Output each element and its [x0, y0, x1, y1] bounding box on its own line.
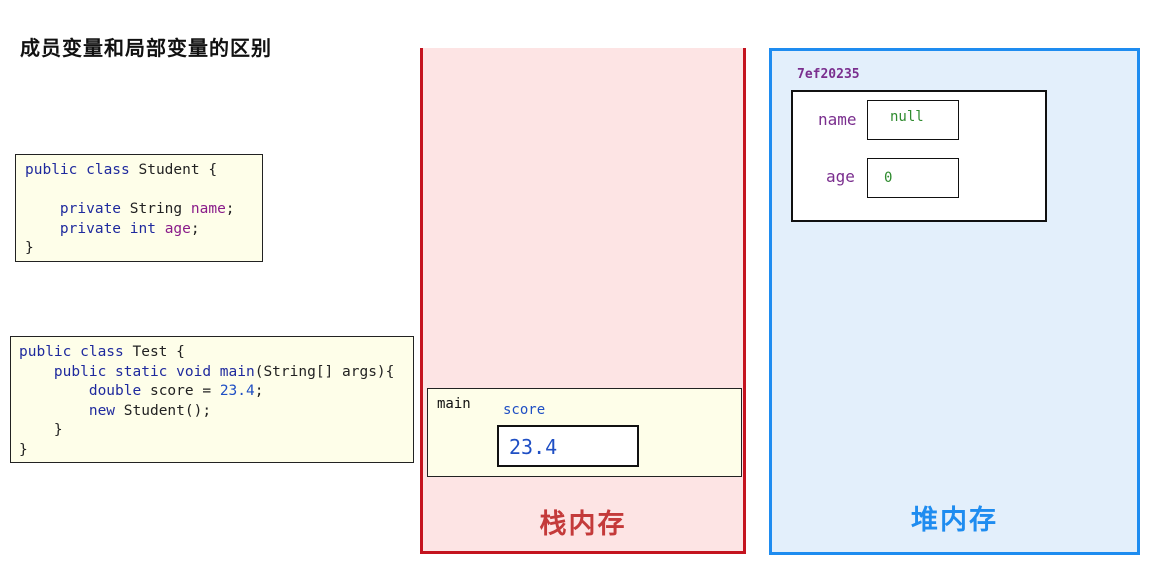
object-address: 7ef20235	[797, 67, 860, 82]
heap-memory-label: 堆内存	[911, 505, 998, 536]
age-field-label: age	[826, 167, 855, 186]
name-field-value: null	[867, 100, 959, 140]
code-keyword: private	[59, 201, 122, 217]
page-title: 成员变量和局部变量的区别	[20, 36, 272, 60]
stack-memory-label: 栈内存	[539, 509, 627, 540]
test-class-code-block: public class Test { public static void m…	[10, 336, 414, 463]
code-keyword: double	[88, 383, 142, 399]
code-method: main	[219, 363, 255, 380]
code-text: }	[53, 422, 63, 438]
stack-frame-name: main	[437, 396, 471, 412]
name-field-label: name	[818, 110, 857, 129]
score-variable-value: 23.4	[497, 425, 639, 467]
code-keyword: new	[88, 402, 116, 419]
code-text: Student();	[115, 402, 212, 419]
code-keyword: public class	[25, 162, 130, 178]
code-text: }	[19, 441, 28, 458]
code-text: String	[121, 201, 191, 217]
code-text: ;	[225, 201, 235, 217]
score-variable-label: score	[503, 402, 546, 418]
code-text: ;	[190, 220, 200, 237]
code-text: ;	[254, 383, 264, 399]
code-text: Student {	[129, 162, 218, 178]
code-field: name	[190, 201, 226, 217]
code-text: }	[25, 240, 34, 256]
student-class-code-block: public class Student { private String na…	[15, 154, 263, 262]
code-keyword: public static void	[53, 363, 212, 380]
code-text: (String[] args){	[254, 363, 395, 380]
code-text: score =	[141, 383, 220, 399]
code-field: age	[164, 220, 191, 237]
code-keyword: public class	[19, 344, 124, 360]
stack-memory-region	[420, 48, 746, 554]
age-field-value: 0	[867, 158, 959, 198]
code-keyword: private int	[59, 220, 156, 237]
code-number: 23.4	[219, 383, 255, 399]
code-text: Test {	[123, 344, 185, 360]
